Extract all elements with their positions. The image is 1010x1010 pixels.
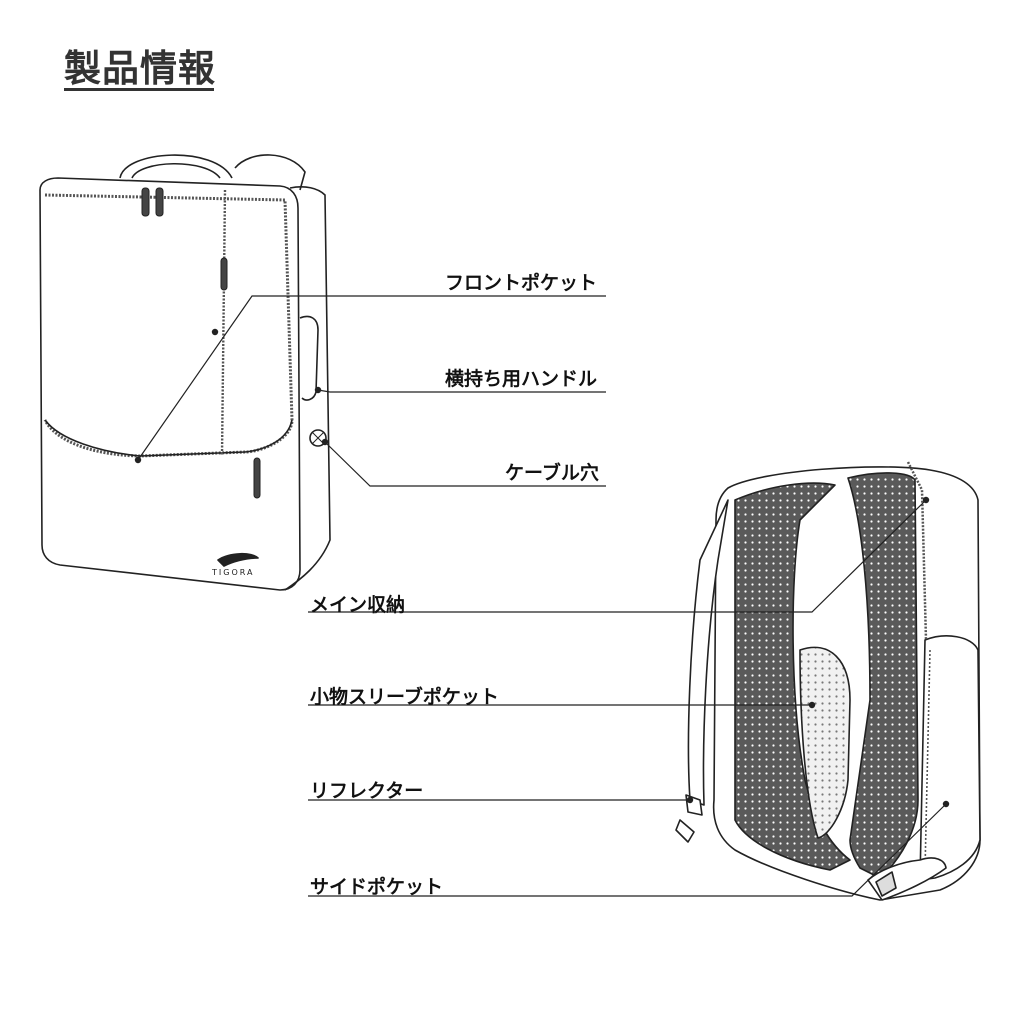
leader-side-pocket (308, 803, 947, 897)
back-leader-lines (308, 499, 947, 897)
side-handle (299, 315, 319, 401)
leader-cable-hole (324, 441, 606, 487)
vertical-zipper (220, 189, 227, 456)
side-pocket-panel (919, 635, 981, 881)
brand-logo-mark (217, 552, 259, 567)
label-cable-hole: ケーブル穴 (505, 462, 599, 484)
top-handle (119, 154, 233, 179)
shoulder-strap-top (234, 154, 306, 191)
back-mesh-panel-left (734, 482, 851, 871)
label-side-pocket: サイドポケット (310, 876, 444, 898)
back-backpack-drawing (675, 461, 981, 901)
label-side-handle: 横持ち用ハンドル (445, 368, 598, 390)
label-sleeve-pocket: 小物スリーブポケット (310, 686, 499, 708)
cable-hole (309, 429, 327, 447)
front-backpack-drawing: TIGORA (39, 154, 331, 591)
front-body (39, 177, 301, 591)
page-title: 製品情報 (64, 47, 216, 90)
label-reflector: リフレクター (310, 780, 424, 802)
zipper-pulls (141, 187, 261, 499)
side-panel (284, 186, 331, 591)
leader-main-storage (308, 499, 927, 613)
main-zipper (906, 461, 928, 641)
leader-side-handle (317, 389, 606, 393)
label-front-pocket: フロントポケット (445, 272, 598, 294)
sleeve-pocket (799, 646, 851, 839)
leader-front-pocket (137, 295, 606, 461)
label-main-storage: メイン収納 (310, 594, 406, 616)
title-underline (64, 88, 214, 91)
svg-text:TIGORA: TIGORA (211, 568, 254, 577)
front-leader-lines (137, 295, 606, 487)
back-mesh-panel-right (847, 472, 919, 879)
